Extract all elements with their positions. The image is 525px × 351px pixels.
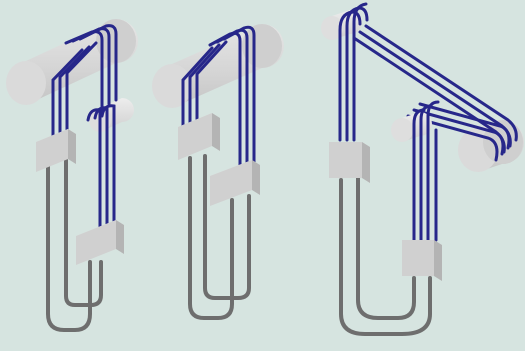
lower-clamp (76, 220, 124, 265)
figure-two (152, 24, 284, 318)
upper-clamp (36, 129, 76, 172)
cylinder-pulley (152, 24, 284, 108)
figure-one (6, 19, 138, 330)
lower-clamp (210, 160, 260, 206)
figure-three (321, 4, 524, 334)
lower-clamp (402, 240, 442, 281)
small-pulley-mid (391, 112, 432, 142)
upper-clamp (329, 142, 370, 183)
